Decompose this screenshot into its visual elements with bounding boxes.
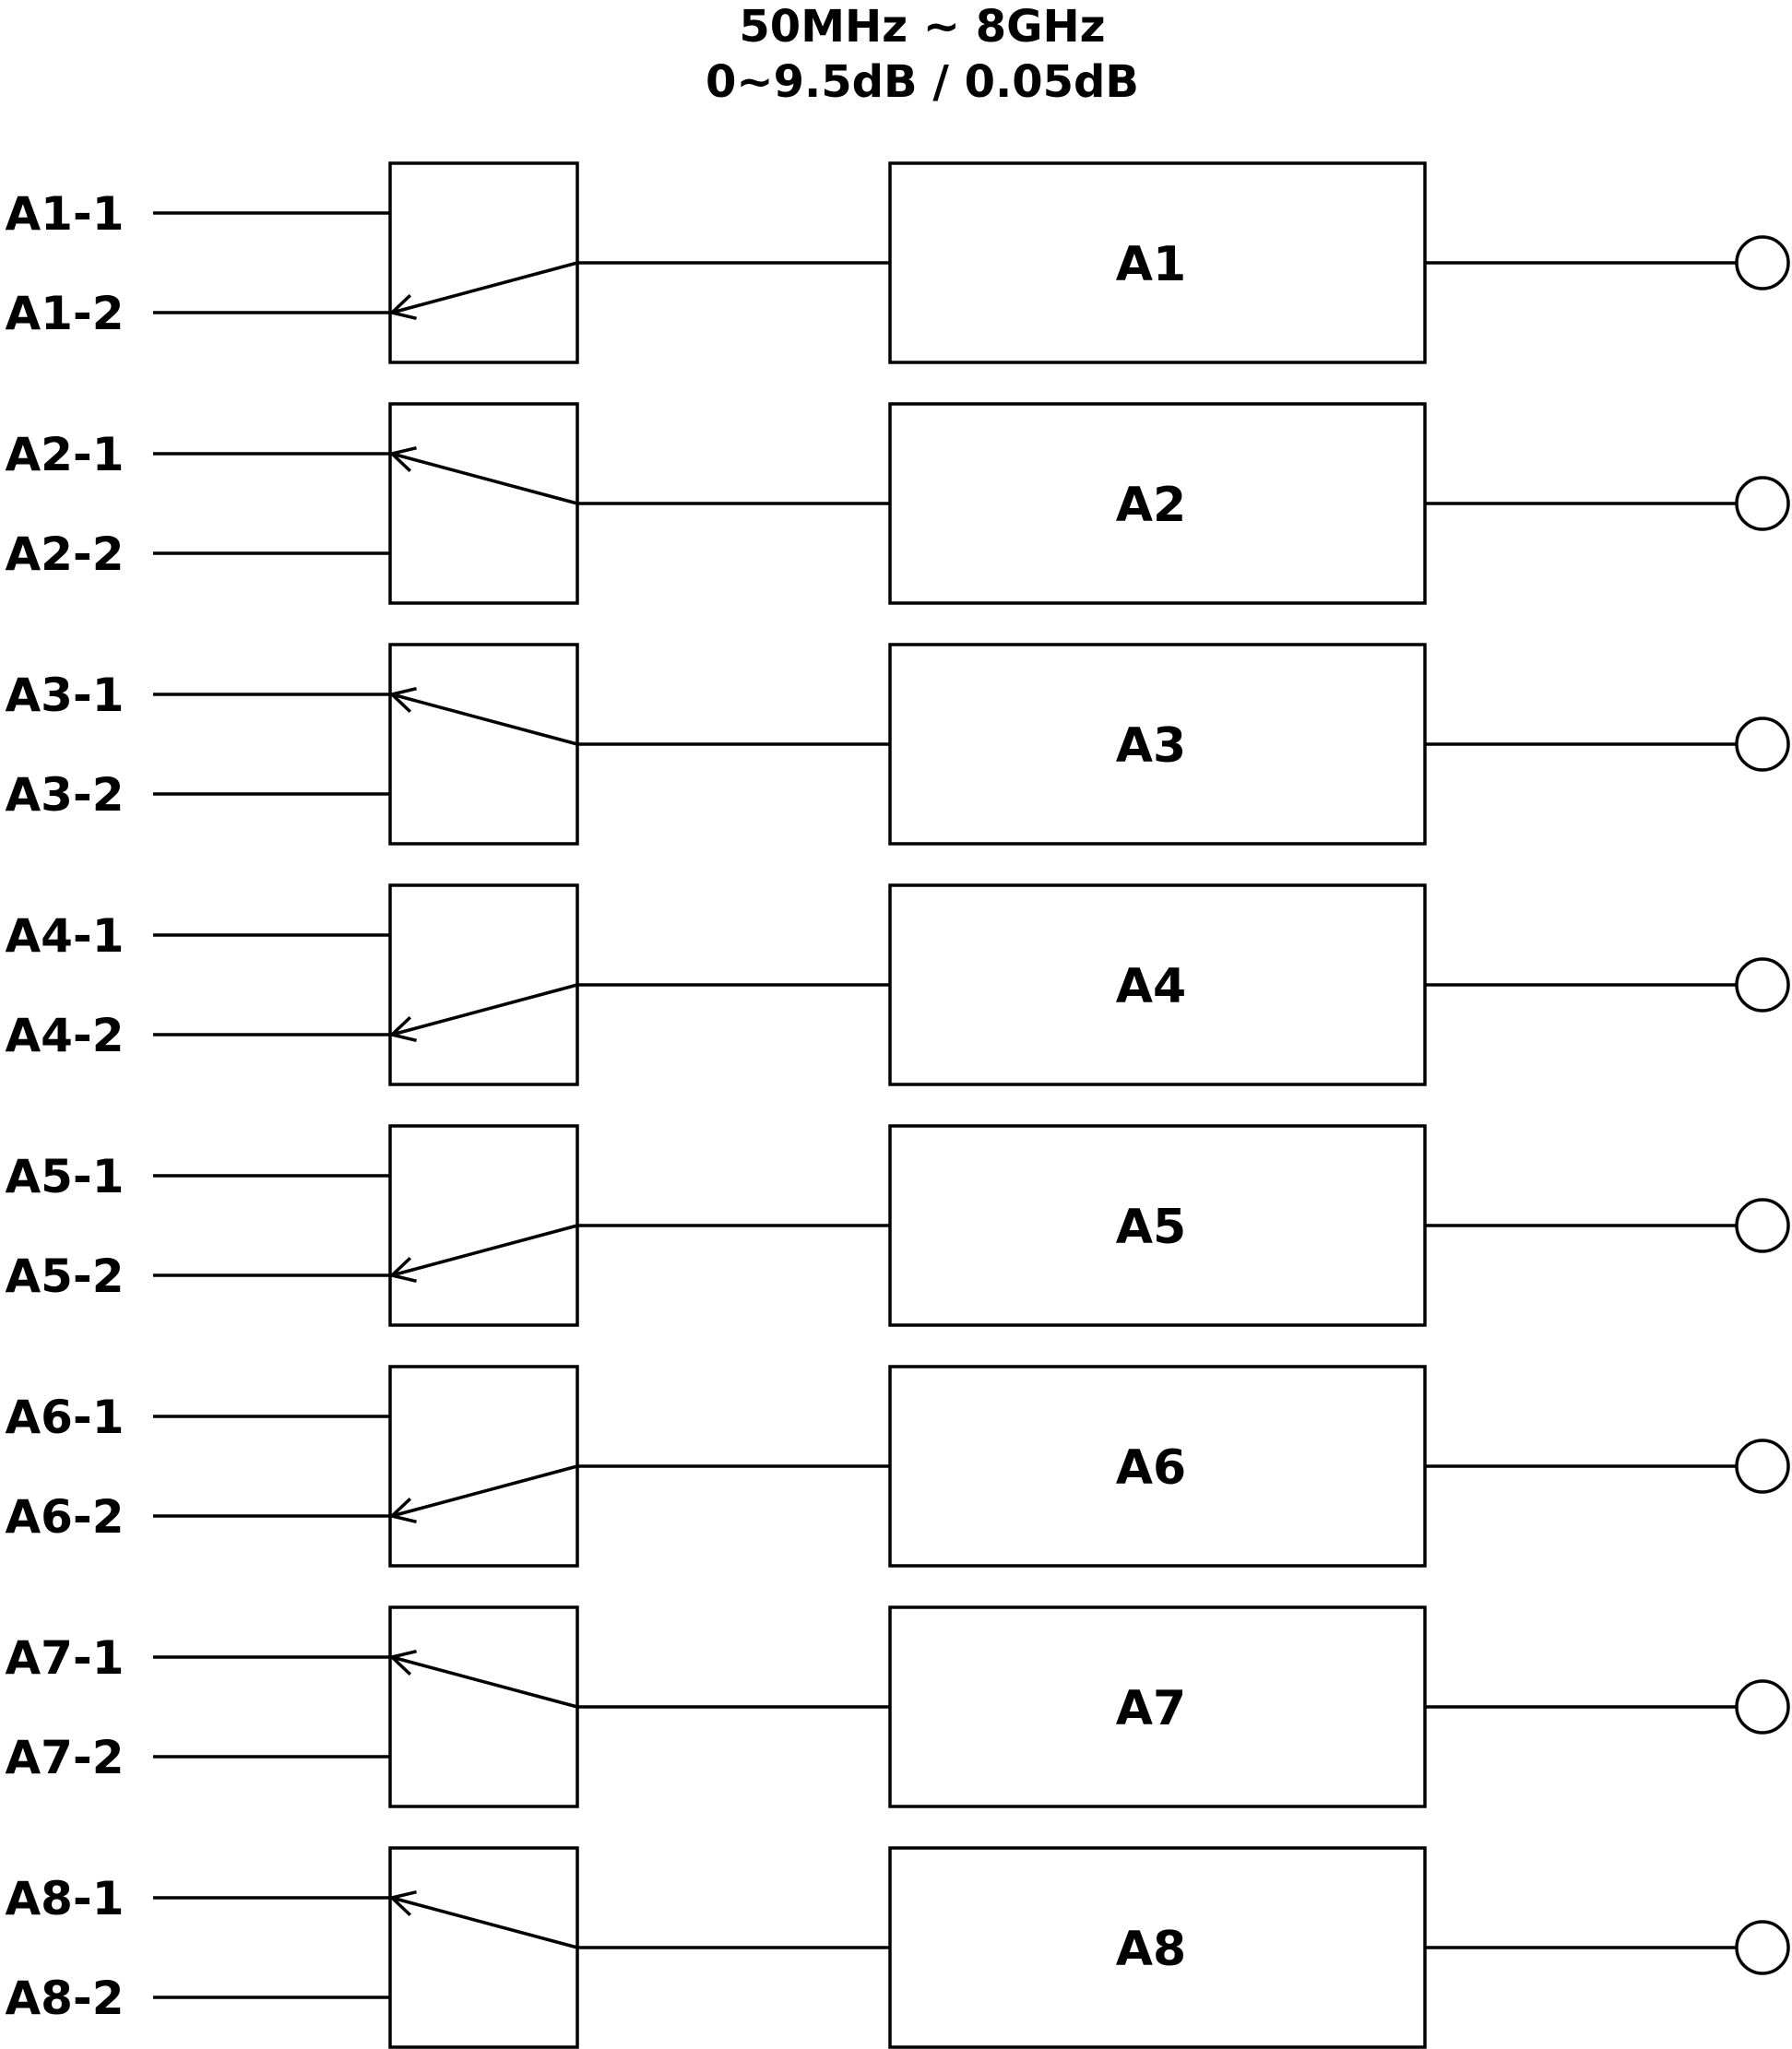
attenuator-label: A2 xyxy=(1116,478,1186,533)
attenuator-box xyxy=(888,1605,1427,1808)
channel-row: A4-1A4-2 A4 xyxy=(5,883,1790,1086)
input-port-label: A5-2 xyxy=(5,1250,124,1303)
switch-arm xyxy=(391,1464,578,1518)
switch-box xyxy=(388,1846,579,2049)
attenuator-label: A6 xyxy=(1116,1440,1186,1496)
channel-row: A7-1A7-2 A7 xyxy=(5,1605,1790,1808)
attenuator-box xyxy=(888,1846,1427,2049)
channel-row: A8-1A8-2 A8 xyxy=(5,1846,1790,2049)
switch-arrow-icon xyxy=(388,686,417,714)
switch-box xyxy=(388,1365,579,1568)
switch-arrow-icon xyxy=(388,293,417,321)
channel-list: A1-1A1-2A1A2-1A2-2A2A3-1A3-2A3A4-1A4-2A4… xyxy=(5,161,1790,2049)
attenuator-box xyxy=(888,883,1427,1086)
channel-row: A3-1A3-2 A3 xyxy=(5,643,1790,846)
switch-box xyxy=(388,883,579,1086)
switch-arm xyxy=(391,693,578,746)
output-terminal-icon xyxy=(1735,957,1790,1013)
input-port-label: A2-1 xyxy=(5,428,124,481)
switch-arm xyxy=(391,261,578,314)
title-frequency-range: 50MHz ~ 8GHz xyxy=(739,1,1105,53)
output-terminal-icon xyxy=(1735,235,1790,290)
input-port-label: A6-1 xyxy=(5,1391,124,1444)
attenuator-box xyxy=(888,643,1427,846)
attenuator-label: A7 xyxy=(1116,1681,1186,1736)
input-port-label: A4-2 xyxy=(5,1009,124,1062)
input-port-label: A3-2 xyxy=(5,768,124,822)
input-port-label: A6-2 xyxy=(5,1490,124,1544)
channel-row: A6-1A6-2 A6 xyxy=(5,1365,1790,1568)
switch-arm xyxy=(391,1224,578,1277)
switch-box xyxy=(388,1124,579,1327)
switch-arrow-icon xyxy=(388,1497,417,1524)
channel-row: A2-1A2-2 A2 xyxy=(5,402,1790,605)
attenuator-box xyxy=(888,1124,1427,1327)
attenuator-label: A8 xyxy=(1116,1922,1186,1977)
output-terminal-icon xyxy=(1735,1198,1790,1253)
switch-arm xyxy=(391,1655,578,1709)
attenuator-box xyxy=(888,161,1427,364)
attenuator-label: A5 xyxy=(1116,1200,1186,1255)
input-port-label: A7-1 xyxy=(5,1631,124,1685)
channel-row: A1-1A1-2 A1 xyxy=(5,161,1790,364)
channel-row: A5-1A5-2 A5 xyxy=(5,1124,1790,1327)
switch-arm xyxy=(391,1896,578,1949)
input-port-label: A7-2 xyxy=(5,1731,124,1784)
input-port-label: A8-1 xyxy=(5,1872,124,1925)
switch-arrow-icon xyxy=(388,1015,417,1043)
switch-arm xyxy=(391,452,578,505)
input-port-label: A3-1 xyxy=(5,669,124,722)
switch-box xyxy=(388,1605,579,1808)
switch-arrow-icon xyxy=(388,1889,417,1917)
output-terminal-icon xyxy=(1735,1679,1790,1735)
attenuator-label: A1 xyxy=(1116,237,1186,292)
output-terminal-icon xyxy=(1735,1439,1790,1494)
input-port-label: A1-2 xyxy=(5,287,124,340)
attenuator-box xyxy=(888,402,1427,605)
output-terminal-icon xyxy=(1735,1920,1790,1975)
input-port-label: A2-2 xyxy=(5,527,124,581)
input-port-label: A1-1 xyxy=(5,187,124,241)
output-terminal-icon xyxy=(1735,717,1790,772)
switch-box xyxy=(388,402,579,605)
switch-arrow-icon xyxy=(388,1256,417,1284)
switch-arrow-icon xyxy=(388,445,417,473)
attenuator-label: A3 xyxy=(1116,718,1186,774)
switch-box xyxy=(388,161,579,364)
input-port-label: A4-1 xyxy=(5,909,124,963)
input-port-label: A5-1 xyxy=(5,1150,124,1203)
switch-arrow-icon xyxy=(388,1649,417,1676)
output-terminal-icon xyxy=(1735,476,1790,531)
switch-box xyxy=(388,643,579,846)
title-attenuation-range: 0~9.5dB / 0.05dB xyxy=(706,56,1139,108)
input-port-label: A8-2 xyxy=(5,1972,124,2025)
attenuator-label: A4 xyxy=(1116,959,1186,1014)
switch-arm xyxy=(391,983,578,1036)
